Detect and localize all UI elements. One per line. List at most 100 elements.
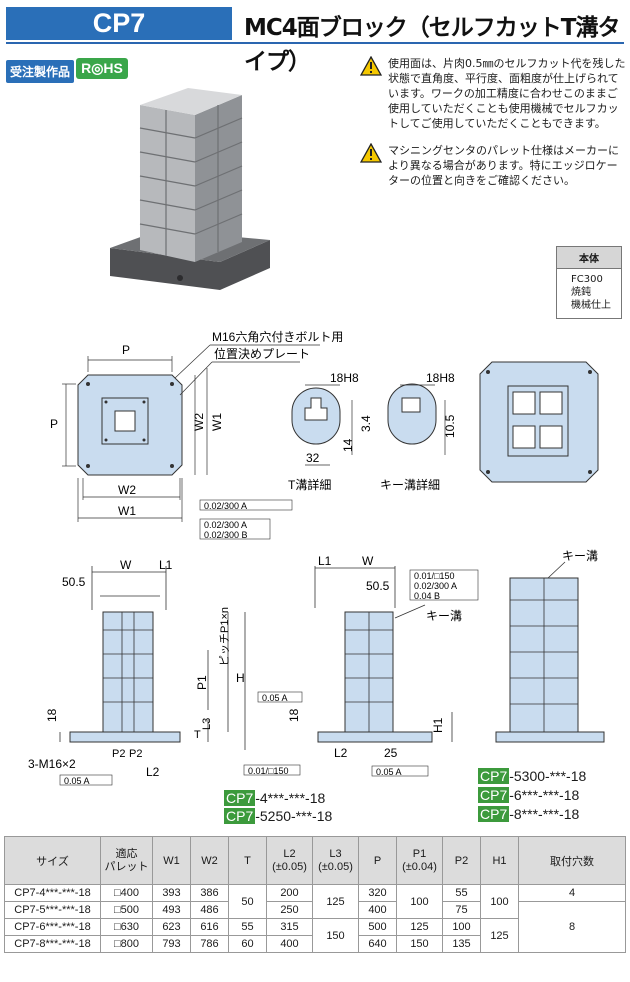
cell-w1: 393 xyxy=(152,884,191,902)
page-title: MC4面ブロック（セルフカットT溝タイプ） xyxy=(244,15,620,75)
col-header: W2 xyxy=(190,836,229,885)
cell-pallet: □500 xyxy=(100,901,153,919)
material-body: FC300 焼鈍 機械仕上 xyxy=(557,269,621,318)
material-box: 本体 FC300 焼鈍 機械仕上 xyxy=(556,246,622,319)
cell-holes: 4 xyxy=(518,884,626,902)
dim-label: 14 xyxy=(341,438,355,452)
cell-pallet: □400 xyxy=(100,884,153,902)
callout-plate: 位置決めプレート xyxy=(214,346,310,361)
callout-m16: 3-M16×2 xyxy=(28,757,76,771)
cell-w2: 786 xyxy=(190,935,229,953)
cell-w2: 486 xyxy=(190,901,229,919)
model-prefix: CP7 xyxy=(224,808,256,824)
notes: 使用面は、片肉0.5㎜のセルフカット代を残した状態で直角度、平行度、面粗度が仕上… xyxy=(360,56,626,200)
cell-l2: 400 xyxy=(266,935,313,953)
table-row: CP7-8***-***-18 □800 793 786 60 400 640 … xyxy=(4,935,626,953)
model-suffix: -6***-***-18 xyxy=(509,787,580,803)
dim-label: H xyxy=(236,671,245,685)
col-header: サイズ xyxy=(4,836,101,885)
model-prefix: CP7 xyxy=(224,790,256,806)
tolerance: 0.02/300 B xyxy=(204,530,248,540)
cell-p1: 150 xyxy=(396,935,443,953)
col-header: H1 xyxy=(480,836,519,885)
cell-p2: 100 xyxy=(442,918,481,936)
cell-l2: 315 xyxy=(266,918,313,936)
cell-t: 60 xyxy=(228,935,267,953)
dim-label: W xyxy=(120,558,132,572)
technical-drawings: P P W2 W1 W2 W1 M16六角穴付きボルト用 位置決めプレート 0.… xyxy=(28,329,605,786)
tolerance: 0.02/300 A xyxy=(204,520,247,530)
cell-p2: 135 xyxy=(442,935,481,953)
product-photo xyxy=(110,88,270,290)
dim-label: 18 xyxy=(45,708,59,722)
cell-p1: 125 xyxy=(396,918,443,936)
tolerance: 0.01/□150 xyxy=(248,766,288,776)
tslot-detail: 18H8 32 14 3.4 T溝詳細 xyxy=(288,371,373,492)
cell-w2: 386 xyxy=(190,884,229,902)
rohs-badge: R◎HS xyxy=(76,58,128,79)
dim-label: L2 xyxy=(146,765,160,779)
dim-label: 10.5 xyxy=(443,414,457,438)
callout-keyslot: キー溝 xyxy=(562,549,598,563)
cell-p: 500 xyxy=(358,918,397,936)
model-label: CP7-4***-***-18 xyxy=(224,790,325,806)
tolerance: 0.05 A xyxy=(64,776,90,786)
note-item: マシニングセンタのパレット仕様はメーカーにより異なる場合があります。特にエッジロ… xyxy=(360,143,626,188)
material-line: 機械仕上 xyxy=(571,300,611,311)
dim-label: P2 xyxy=(129,748,142,760)
material-line: FC300 xyxy=(571,274,603,285)
cell-size: CP7-4***-***-18 xyxy=(4,884,101,902)
col-header: 取付穴数 xyxy=(518,836,626,885)
cell-t: 55 xyxy=(228,918,267,936)
note-item: 使用面は、片肉0.5㎜のセルフカット代を残した状態で直角度、平行度、面粗度が仕上… xyxy=(360,56,626,131)
model-suffix: -4***-***-18 xyxy=(255,790,326,806)
col-header: P1(±0.04) xyxy=(396,836,443,885)
warning-icon xyxy=(360,56,382,76)
model-suffix: -5300-***-18 xyxy=(509,768,587,784)
dim-label: 18H8 xyxy=(426,371,455,385)
dim-label: W2 xyxy=(118,483,136,497)
col-header: W1 xyxy=(152,836,191,885)
material-header: 本体 xyxy=(557,247,621,269)
table-row: CP7-4***-***-18 □400 393 386 50 200 125 … xyxy=(4,884,626,919)
cell-w1: 793 xyxy=(152,935,191,953)
cell-w1: 493 xyxy=(152,901,191,919)
col-header: L2(±0.05) xyxy=(266,836,313,885)
dim-label: P xyxy=(50,417,58,431)
front-view-left: W L1 50.5 18 P1 ピッチP1×n H L3 T P2 P2 L2 … xyxy=(28,558,303,786)
dim-label: L3 xyxy=(201,718,213,730)
model-label: CP7-5300-***-18 xyxy=(478,768,586,784)
model-label: CP7-6***-***-18 xyxy=(478,787,579,803)
table-row: CP7-5***-***-18 □500 493 486 250 400 75 … xyxy=(4,901,626,953)
dim-label: L2 xyxy=(334,746,348,760)
tolerance: 0.04 B xyxy=(414,591,440,601)
dim-label: ピッチP1×n xyxy=(218,607,231,666)
dim-label: 18 xyxy=(287,708,301,722)
dim-label: W2 xyxy=(192,413,206,431)
dim-label: T xyxy=(194,729,201,741)
callout-keyslot: キー溝 xyxy=(426,609,462,623)
front-view-middle: L1 W 50.5 18 L2 25 H1 キー溝 0.01/□150 0.02… xyxy=(287,554,479,777)
made-to-order-badge: 受注製作品 xyxy=(6,60,75,83)
dim-label: 32 xyxy=(306,451,320,465)
dim-label: P xyxy=(122,343,130,357)
detail-label: キー溝詳細 xyxy=(380,477,440,492)
dim-label: P1 xyxy=(195,675,209,690)
cell-w1: 623 xyxy=(152,918,191,936)
note-text: マシニングセンタのパレット仕様はメーカーにより異なる場合があります。特にエッジロ… xyxy=(388,144,619,187)
callout-bolt: M16六角穴付きボルト用 xyxy=(212,329,343,344)
dim-label: L1 xyxy=(318,554,332,568)
cell-p2: 75 xyxy=(442,901,481,919)
col-header: T xyxy=(228,836,267,885)
note-text: 使用面は、片肉0.5㎜のセルフカット代を残した状態で直角度、平行度、面粗度が仕上… xyxy=(388,57,626,130)
page-header: CP7 MC4面ブロック（セルフカットT溝タイプ） xyxy=(6,4,624,75)
cell-p: 400 xyxy=(358,901,397,919)
cell-p: 320 xyxy=(358,884,397,902)
top-view: P P W2 W1 W2 W1 M16六角穴付きボルト用 位置決めプレート 0.… xyxy=(50,329,343,540)
model-label: CP7-5250-***-18 xyxy=(224,808,332,824)
cell-p: 640 xyxy=(358,935,397,953)
detail-label: T溝詳細 xyxy=(288,477,331,492)
cell-pallet: □630 xyxy=(100,918,153,936)
product-code: CP7 xyxy=(6,7,232,40)
col-header: P xyxy=(358,836,397,885)
